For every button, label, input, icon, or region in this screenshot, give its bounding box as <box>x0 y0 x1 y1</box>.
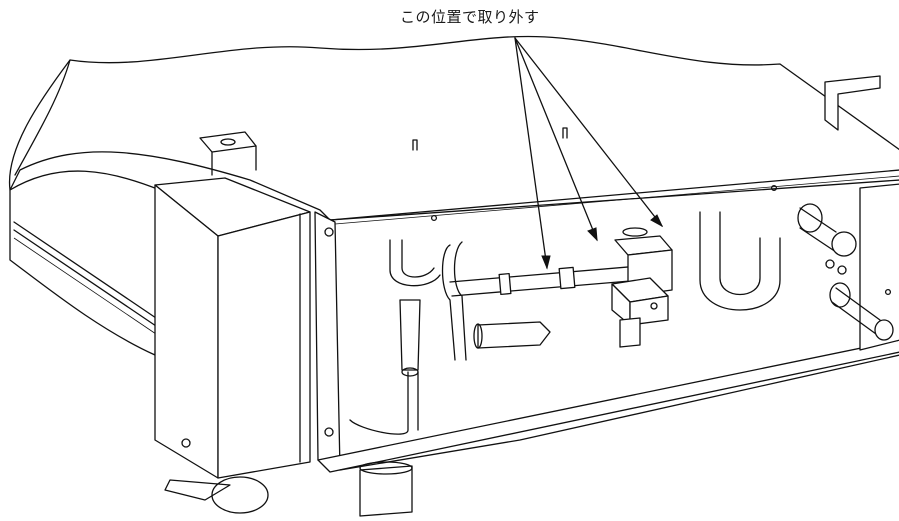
solenoid-valve <box>611 227 673 348</box>
front-frame <box>314 211 899 473</box>
mounting-bracket-right <box>824 75 881 131</box>
main-horizontal-pipe <box>449 265 643 297</box>
top-cover-panel <box>8 35 899 225</box>
electrical-box <box>154 177 311 514</box>
base-foot <box>359 461 413 517</box>
removal-callout-label: この位置で取り外す <box>400 8 540 26</box>
left-side-rail <box>9 170 161 356</box>
mounting-bracket-left <box>199 131 257 176</box>
left-piping-assembly <box>349 239 551 435</box>
u-bend-pipe <box>699 211 781 311</box>
right-pipe-stubs <box>797 203 894 341</box>
inner-right-wall <box>859 183 899 351</box>
callout-leader-lines <box>514 37 664 270</box>
